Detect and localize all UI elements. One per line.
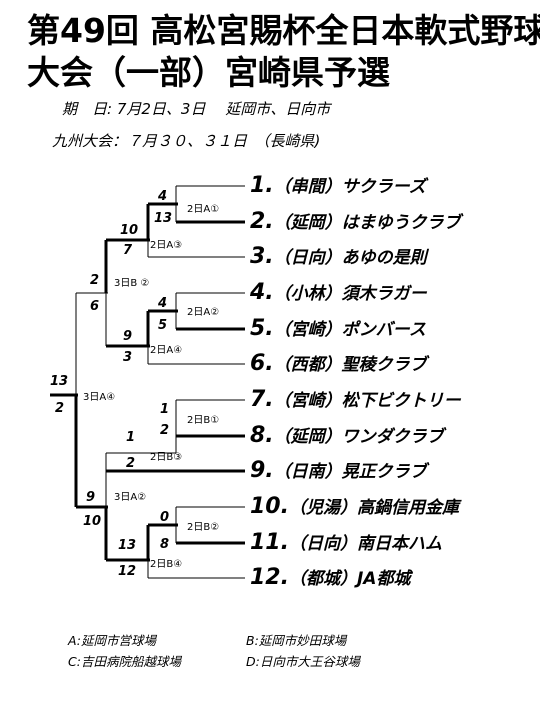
score: 12 [118, 564, 136, 579]
venue-d: D:日向市大王谷球場 [246, 654, 360, 669]
page-title-line1: 第49回 高松宮賜杯全日本軟式野球 [27, 11, 540, 50]
venue-c: C:吉田病院船越球場 [68, 654, 181, 669]
venue-a: A:延岡市営球場 [68, 633, 156, 648]
score: 2 [126, 456, 135, 471]
score: 7 [123, 243, 133, 258]
venue-b: B:延岡市妙田球場 [246, 633, 347, 648]
game-label: 3日B ② [114, 278, 149, 289]
score: 2 [160, 423, 169, 438]
team-4: 4.（小林）須木ラガー [249, 280, 428, 305]
score: 13 [154, 211, 172, 226]
team-1: 1.（串間）サクラーズ [250, 173, 429, 198]
game-label: 2日B③ [150, 452, 182, 463]
score: 0 [160, 510, 169, 525]
event-dates: 期 日: 7月2日、3日 延岡市、日向市 [62, 100, 331, 118]
team-10: 10.（児湯）高鍋信用金庫 [250, 494, 462, 519]
score: 4 [157, 189, 167, 204]
score: 5 [158, 318, 167, 333]
game-label: 2日B② [187, 522, 219, 533]
page-title-line2: 大会（一部）宮崎県予選 [27, 53, 390, 92]
team-6: 6.（西都）聖稜クラブ [250, 351, 430, 376]
score: 3 [123, 350, 132, 365]
team-11: 11.（日向）南日本ハム [250, 530, 442, 555]
score: 8 [160, 537, 169, 552]
team-8: 8.（延岡）ワンダクラブ [250, 423, 447, 448]
game-label: 3日A② [114, 492, 146, 503]
team-12: 12.（都城）JA都城 [250, 565, 413, 590]
game-label: 2日A③ [150, 240, 182, 251]
score: 9 [123, 329, 132, 344]
game-label: 2日B① [187, 415, 219, 426]
kyushu-tournament-info: 九州大会：７月３０、３１日 （長崎県) [52, 132, 321, 150]
game-label: 3日A④ [83, 392, 115, 403]
game-label: 2日A④ [150, 345, 182, 356]
score: 4 [157, 296, 167, 311]
score: 13 [118, 538, 136, 553]
score: 10 [120, 223, 138, 238]
score: 9 [86, 490, 95, 505]
score: 1 [160, 402, 169, 417]
score: 13 [50, 374, 68, 389]
team-2: 2.（延岡）はまゆうクラブ [250, 209, 464, 234]
score: 10 [83, 514, 101, 529]
game-label: 2日A① [187, 204, 219, 215]
score: 2 [90, 273, 99, 288]
score: 6 [90, 299, 99, 314]
score: 1 [126, 430, 135, 445]
score: 2 [55, 401, 64, 416]
team-5: 5.（宮崎）ポンバース [250, 316, 426, 341]
team-3: 3.（日向）あゆの是則 [250, 244, 430, 269]
team-9: 9.（日南）晃正クラブ [250, 458, 430, 483]
game-label: 2日A② [187, 307, 219, 318]
team-7: 7.（宮崎）松下ビクトリー [250, 387, 462, 412]
game-label: 2日B④ [150, 559, 182, 570]
